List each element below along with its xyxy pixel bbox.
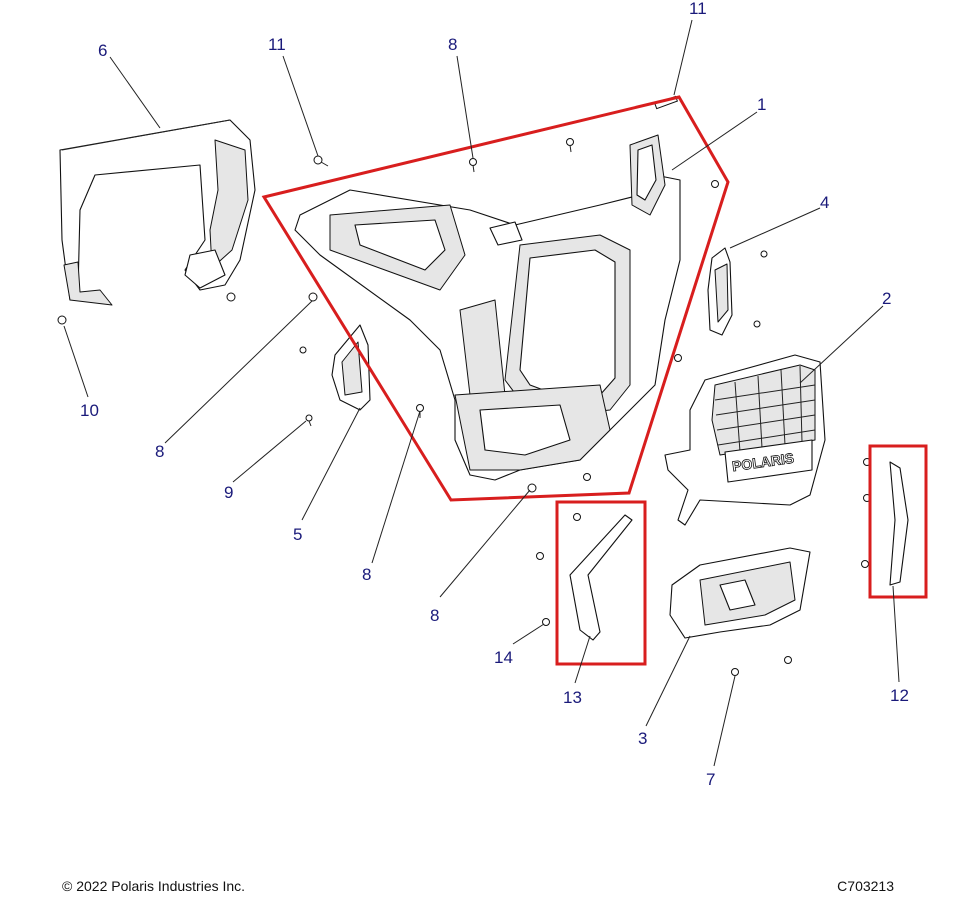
- clip-12c-icon: [861, 560, 869, 568]
- callout-7: 7: [706, 770, 715, 789]
- callout-4: 4: [820, 193, 829, 212]
- callout-8b: 8: [155, 442, 164, 461]
- callout-8c: 8: [362, 565, 371, 584]
- callout-labels: 1 2 3 4 5 6 7 8 8 8 8 9 10 11 11 12 13 1…: [80, 0, 909, 789]
- part-4-right-bracket: [707, 247, 733, 336]
- screw-4b-icon: [753, 320, 761, 328]
- nut-8b-icon: [308, 292, 318, 302]
- shield-edge: [61, 119, 231, 151]
- copyright-text: © 2022 Polaris Industries Inc.: [62, 878, 246, 894]
- callout-10: 10: [80, 401, 99, 420]
- part-13-left-trim: [569, 514, 633, 641]
- screw-7-icon: [731, 668, 739, 676]
- callout-8a: 8: [448, 35, 457, 54]
- part-1-front-fascia: [294, 134, 681, 481]
- screw-duct-icon: [784, 656, 792, 664]
- part-2-grille: POLARIS: [664, 354, 826, 526]
- nut-14-icon: [542, 618, 550, 626]
- part-6-splash-shield: [59, 119, 256, 306]
- screw-10-icon: [57, 315, 67, 325]
- callout-9: 9: [224, 483, 233, 502]
- callout-1: 1: [757, 95, 766, 114]
- screw-right-top-icon: [711, 180, 719, 188]
- screw-top-icon: [566, 138, 574, 146]
- screw-6-icon: [226, 292, 236, 302]
- callout-12: 12: [890, 686, 909, 705]
- callout-2: 2: [882, 289, 891, 308]
- screw-8c-icon: [416, 404, 424, 412]
- screw-8a-icon: [469, 158, 477, 166]
- part-12-right-trim: [889, 461, 909, 586]
- callout-6: 6: [98, 41, 107, 60]
- screw-4a-icon: [760, 250, 768, 258]
- part-5-left-bracket: [331, 324, 371, 411]
- part-3-air-duct: [669, 547, 811, 639]
- callout-3: 3: [638, 729, 647, 748]
- clip-13a-icon: [573, 513, 581, 521]
- clip-13b-icon: [536, 552, 544, 560]
- callout-11a: 11: [268, 35, 286, 54]
- screw-9-icon: [305, 414, 313, 422]
- callout-5: 5: [293, 525, 302, 544]
- callout-13: 13: [563, 688, 582, 707]
- grille-mesh: [711, 364, 816, 456]
- drawing-number: C703213: [837, 878, 894, 894]
- callout-8d: 8: [430, 606, 439, 625]
- screw-lower-icon: [583, 473, 591, 481]
- highlight-part-13: [555, 500, 647, 666]
- callout-11b: 11: [689, 0, 707, 18]
- highlight-part-12: [868, 444, 928, 599]
- screw-left-icon: [299, 346, 307, 354]
- callout-14: 14: [494, 648, 513, 667]
- hardware-fasteners: [57, 95, 871, 676]
- screw-grille-icon: [674, 354, 682, 362]
- highlight-part-1: [261, 95, 730, 502]
- leader-lines: [63, 19, 900, 767]
- screw-11a-icon: [313, 155, 323, 165]
